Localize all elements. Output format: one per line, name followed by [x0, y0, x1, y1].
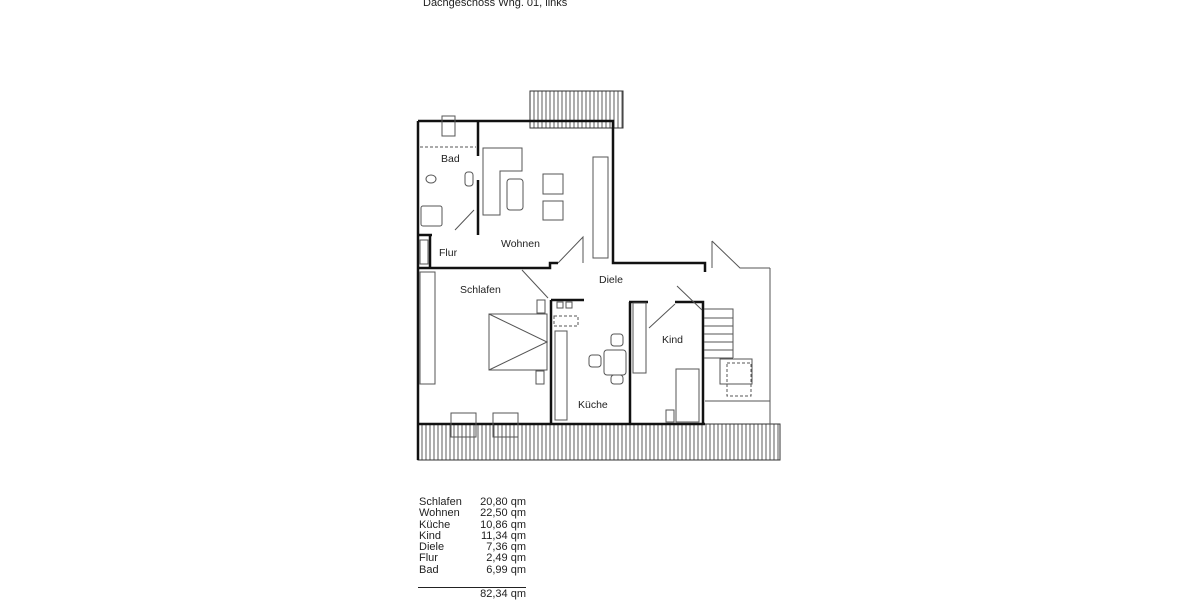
room-name: Wohnen: [419, 507, 460, 520]
room-area: 6,99 qm: [486, 563, 526, 576]
room-label-kind: Kind: [662, 334, 683, 346]
area-row: Wohnen 22,50 qm: [419, 507, 526, 520]
room-label-bad: Bad: [441, 153, 460, 165]
room-area: 22,50 qm: [480, 507, 526, 520]
room-area: 11,34 qm: [480, 529, 526, 542]
room-area: 20,80 qm: [480, 496, 526, 508]
room-label-diele: Diele: [599, 274, 623, 286]
room-label-flur: Flur: [439, 247, 458, 259]
room-name: Schlafen: [419, 496, 462, 508]
area-row: Kind 11,34 qm: [419, 529, 526, 542]
area-total: 82,34 qm: [418, 587, 526, 600]
area-table: Schlafen 20,80 qm Wohnen 22,50 qm Küche 10,…: [419, 496, 526, 576]
room-name: Bad: [419, 563, 439, 576]
area-row: Flur 2,49 qm: [419, 552, 526, 565]
room-area: 7,36 qm: [486, 541, 526, 554]
area-row: Küche 10,86 qm: [419, 518, 526, 531]
room-name: Diele: [419, 541, 445, 554]
room-name: Flur: [419, 552, 438, 565]
area-row: Schlafen 20,80 qm: [419, 496, 526, 508]
room-name: Kind: [419, 529, 442, 542]
room-label-kueche: Küche: [578, 399, 608, 411]
furniture: [419, 115, 770, 438]
walls: [416, 119, 707, 460]
room-area: 2,49 qm: [486, 552, 526, 565]
doors: [454, 209, 771, 425]
room-label-wohnen: Wohnen: [501, 238, 540, 250]
plan-title: Dachgeschoss Whg. 01, links: [423, 0, 568, 9]
room-area: 10,86 qm: [480, 518, 526, 531]
room-name: Küche: [419, 518, 451, 531]
room-label-schlafen: Schlafen: [460, 284, 501, 296]
area-row: Diele 7,36 qm: [419, 541, 526, 554]
area-row: Bad 6,99 qm: [419, 563, 526, 576]
